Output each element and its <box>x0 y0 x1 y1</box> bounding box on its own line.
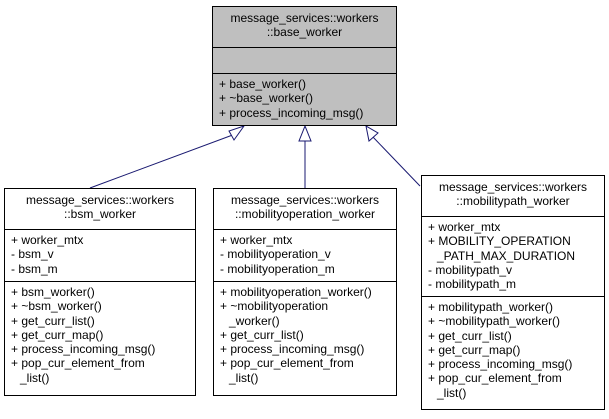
attribute: - mobilityoperation_m <box>220 261 335 276</box>
attribute: + worker_mtx <box>428 220 501 234</box>
method: _list() <box>229 370 259 385</box>
attribute: - bsm_v <box>11 247 54 262</box>
method: _list() <box>437 385 467 400</box>
edge-bsm-to-base <box>89 132 239 189</box>
class-title-line: ::mobilitypath_worker <box>456 194 570 208</box>
class-title-line: message_services::workers <box>230 11 379 25</box>
attribute: - mobilityoperation_v <box>220 247 331 262</box>
class-mobilitypath-worker[interactable]: message_services::workers ::mobilitypath… <box>421 175 605 410</box>
arrowhead-mobop <box>298 124 312 142</box>
attributes-section: + worker_mtx - mobilityoperation_v - mob… <box>214 229 396 281</box>
class-title-line: message_services::workers <box>230 193 380 207</box>
method: _list() <box>20 370 50 385</box>
class-title: message_services::workers ::mobilityoper… <box>214 189 396 229</box>
method: + ~mobilityoperation <box>220 299 329 314</box>
method: + ~bsm_worker() <box>11 299 102 314</box>
method: + bsm_worker() <box>11 285 95 299</box>
method: + process_incoming_msg() <box>428 357 573 372</box>
class-title-line: message_services::workers <box>25 193 175 207</box>
class-base-worker[interactable]: message_services::workers ::base_worker … <box>212 6 397 126</box>
attribute: - mobilitypath_v <box>428 262 513 277</box>
attributes-section: + worker_mtx + MOBILITY_OPERATION _PATH_… <box>422 216 604 296</box>
class-title-line: ::mobilityoperation_worker <box>234 207 376 221</box>
method: + pop_cur_element_from <box>428 371 562 386</box>
arrowhead-mobpath <box>365 125 379 142</box>
attribute: + MOBILITY_OPERATION <box>428 234 571 249</box>
class-mobilityoperation-worker[interactable]: message_services::workers ::mobilityoper… <box>213 188 397 396</box>
attributes-section <box>213 47 396 73</box>
method: + get_curr_map() <box>11 327 104 342</box>
attribute: _PATH_MAX_DURATION <box>437 248 576 263</box>
method: + ~mobilitypath_worker() <box>428 314 561 329</box>
methods-section: + mobilityoperation_worker() + ~mobility… <box>214 281 396 388</box>
edge-mobpath-to-base <box>371 135 421 187</box>
attribute: + worker_mtx <box>220 233 293 247</box>
method: + mobilitypath_worker() <box>428 300 554 314</box>
attribute: + worker_mtx <box>11 233 84 247</box>
method: + get_curr_list() <box>11 313 95 328</box>
arrowhead-bsm <box>228 125 246 141</box>
class-title-line: ::bsm_worker <box>63 207 137 221</box>
method: _worker() <box>229 313 280 328</box>
class-title-line: message_services::workers <box>438 180 588 194</box>
class-title: message_services::workers ::base_worker <box>213 7 396 47</box>
method: + get_curr_map() <box>428 342 521 357</box>
method: + process_incoming_msg() <box>11 342 156 357</box>
class-title-line: ::base_worker <box>266 25 343 39</box>
method: + process_incoming_msg() <box>219 105 364 120</box>
methods-section: + mobilitypath_worker() + ~mobilitypath_… <box>422 296 604 403</box>
class-bsm-worker[interactable]: message_services::workers ::bsm_worker +… <box>4 188 196 396</box>
attribute: - mobilitypath_m <box>428 277 517 292</box>
methods-section: + bsm_worker() + ~bsm_worker() + get_cur… <box>5 281 195 388</box>
method: + base_worker() <box>219 77 307 91</box>
class-title: message_services::workers ::bsm_worker <box>5 189 195 229</box>
method: + pop_cur_element_from <box>11 356 145 371</box>
class-title: message_services::workers ::mobilitypath… <box>422 176 604 216</box>
methods-section: + base_worker() + ~base_worker() + proce… <box>213 73 396 123</box>
attributes-section: + worker_mtx - bsm_v - bsm_m <box>5 229 195 281</box>
method: + mobilityoperation_worker() <box>220 285 372 299</box>
method: + pop_cur_element_from <box>220 356 354 371</box>
method: + get_curr_list() <box>428 328 512 343</box>
method: + get_curr_list() <box>220 327 304 342</box>
method: + ~base_worker() <box>219 91 314 106</box>
method: + process_incoming_msg() <box>220 342 365 357</box>
attribute: - bsm_m <box>11 261 58 276</box>
